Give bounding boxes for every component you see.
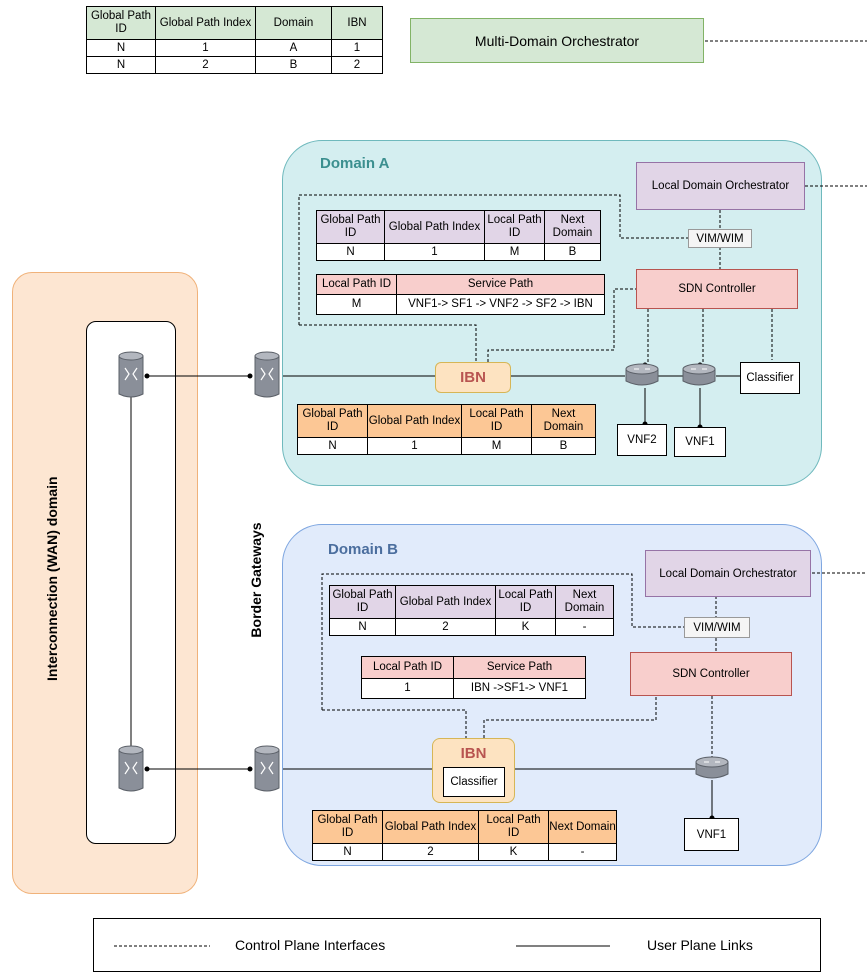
table-header-cell: Local Path ID (461, 404, 532, 438)
table-row: N 1 M B (316, 243, 601, 261)
table-cell: B (544, 243, 601, 261)
domain-b-title: Domain B (328, 541, 399, 558)
table-row: N 2 B 2 (86, 56, 383, 74)
table-header-cell: Next Domain (555, 585, 614, 619)
table-header-cell: Next Domain (531, 404, 596, 438)
table-cell: 2 (395, 618, 496, 636)
table-cell: - (555, 618, 614, 636)
table-header-cell: Global Path ID (329, 585, 396, 619)
table-cell: 1 (367, 437, 462, 455)
legend-user-plane-label: User Plane Links (647, 937, 753, 953)
router-icon (254, 351, 280, 398)
table-cell: 1 (155, 39, 256, 57)
domain-a-local-domain-orchestrator: Local Domain Orchestrator (636, 162, 805, 210)
table-cell: VNF1-> SF1 -> VNF2 -> SF2 -> IBN (396, 294, 605, 315)
domain-a-vim-wim: VIM/WIM (688, 229, 752, 248)
mdo-header-global-path-index: Global Path Index (155, 6, 256, 40)
domain-a-ibn: IBN (435, 362, 511, 393)
switch-icon (625, 363, 659, 386)
table-header-cell: Local Path ID (478, 810, 549, 844)
domain-b-local-domain-orchestrator: Local Domain Orchestrator (645, 550, 811, 597)
table-header-cell: Service Path (396, 274, 605, 295)
legend-dashed-line (114, 945, 210, 947)
switch-icon (682, 363, 716, 386)
legend-solid-line (516, 945, 610, 947)
domain-a-sdn-controller: SDN Controller (636, 269, 798, 309)
table-row: N 2 K - (312, 843, 617, 861)
mdo-header-domain: Domain (255, 6, 332, 40)
table-cell: N (329, 618, 396, 636)
table-cell: 1 (361, 678, 454, 699)
domain-b-vim-wim: VIM/WIM (684, 617, 750, 638)
domain-a-mapping-table: Global Path ID Global Path Index Local P… (316, 210, 601, 261)
mdo-header-global-path-id: Global Path ID (86, 6, 156, 40)
table-cell: M (484, 243, 545, 261)
table-cell: A (255, 39, 332, 57)
table-row: N 2 K - (329, 618, 614, 636)
router-icon (254, 745, 280, 792)
domain-b-classifier: Classifier (443, 767, 505, 797)
table-header-cell: Global Path Index (367, 404, 462, 438)
router-icon (118, 351, 144, 398)
domain-b-sdn-controller: SDN Controller (630, 652, 792, 696)
domain-a-title: Domain A (320, 155, 390, 172)
table-cell: 2 (155, 56, 256, 74)
table-cell: IBN ->SF1-> VNF1 (453, 678, 586, 699)
table-cell: 2 (382, 843, 479, 861)
table-header-cell: Local Path ID (361, 656, 454, 679)
table-header-cell: Global Path Index (395, 585, 496, 619)
table-header-cell: Global Path ID (312, 810, 383, 844)
domain-a-classifier: Classifier (740, 362, 800, 394)
table-row: M VNF1-> SF1 -> VNF2 -> SF2 -> IBN (316, 294, 605, 315)
table-header-cell: Service Path (453, 656, 586, 679)
table-header-cell: Next Domain (548, 810, 617, 844)
table-row: N 1 A 1 (86, 39, 383, 57)
domain-b-vnf1: VNF1 (684, 818, 739, 851)
table-row: N 1 M B (297, 437, 596, 455)
table-cell: B (531, 437, 596, 455)
table-cell: 1 (384, 243, 485, 261)
table-cell: N (86, 56, 156, 74)
table-cell: N (316, 243, 385, 261)
table-header-cell: Local Path ID (495, 585, 556, 619)
table-header-cell: Global Path ID (297, 404, 368, 438)
mdo-header-ibn: IBN (331, 6, 383, 40)
table-header-cell: Next Domain (544, 210, 601, 244)
domain-b-ibn-table: Global Path ID Global Path Index Local P… (312, 810, 617, 861)
domain-a-vnf1: VNF1 (674, 427, 726, 457)
table-cell: - (548, 843, 617, 861)
domain-a-ibn-table: Global Path ID Global Path Index Local P… (297, 404, 596, 455)
table-cell: K (495, 618, 556, 636)
domain-b-ibn: IBN Classifier (432, 738, 515, 803)
domain-b-ibn-label: IBN (460, 745, 487, 762)
table-cell: N (86, 39, 156, 57)
router-icon (118, 745, 144, 792)
legend: Control Plane Interfaces User Plane Link… (93, 918, 821, 972)
wan-domain-label: Interconnection (WAN) domain (44, 476, 60, 681)
table-cell: 2 (331, 56, 383, 74)
table-header-cell: Global Path Index (384, 210, 485, 244)
legend-control-plane-label: Control Plane Interfaces (235, 937, 386, 953)
table-row: 1 IBN ->SF1-> VNF1 (361, 678, 586, 699)
switch-icon (695, 756, 729, 779)
table-header-cell: Local Path ID (316, 274, 397, 295)
table-header-cell: Global Path Index (382, 810, 479, 844)
table-header-cell: Global Path ID (316, 210, 385, 244)
domain-a-service-path-table: Local Path ID Service Path M VNF1-> SF1 … (316, 274, 605, 315)
table-cell: N (297, 437, 368, 455)
table-cell: K (478, 843, 549, 861)
multi-domain-orchestrator: Multi-Domain Orchestrator (410, 18, 704, 63)
mdo-path-table: Global Path ID Global Path Index Domain … (86, 6, 383, 74)
domain-b-service-path-table: Local Path ID Service Path 1 IBN ->SF1->… (361, 656, 586, 699)
border-gateways-label: Border Gateways (248, 522, 264, 638)
table-header-cell: Local Path ID (484, 210, 545, 244)
table-cell: B (255, 56, 332, 74)
table-cell: 1 (331, 39, 383, 57)
table-cell: M (461, 437, 532, 455)
table-cell: M (316, 294, 397, 315)
domain-a-vnf2: VNF2 (617, 424, 667, 456)
table-cell: N (312, 843, 383, 861)
domain-b-mapping-table: Global Path ID Global Path Index Local P… (329, 585, 614, 636)
